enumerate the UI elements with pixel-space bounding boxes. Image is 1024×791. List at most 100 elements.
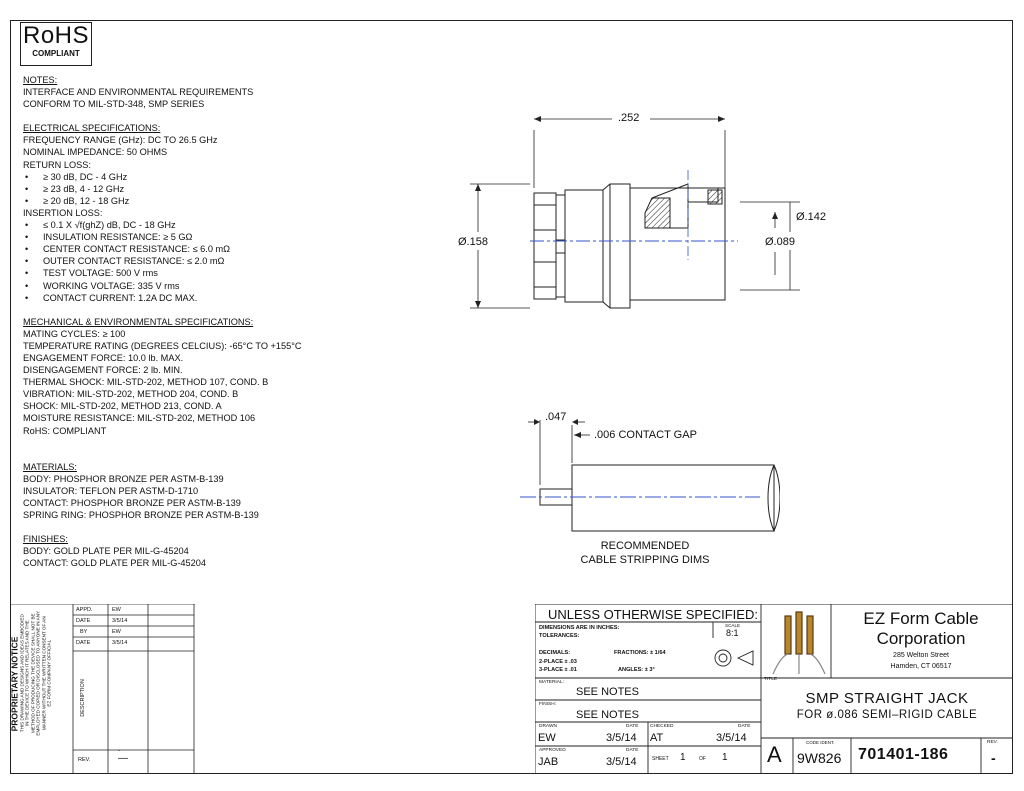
- unless-otherwise-specified: UNLESS OTHERWISE SPECIFIED:: [548, 607, 758, 622]
- material-value: SEE NOTES: [576, 686, 639, 698]
- proprietary-line-4: EMPLOYED COPIED OR DISCLOSED TO ANYONE I…: [35, 610, 41, 736]
- approved-value: JAB: [538, 756, 559, 768]
- dim-strip-length: .047: [545, 411, 567, 423]
- elec-line: NOMINAL IMPEDANCE: 50 OHMS: [23, 147, 168, 158]
- mat-line: INSULATOR: TEFLON PER ASTM-D-1710: [23, 485, 199, 496]
- cable-strip-drawing: [520, 419, 780, 533]
- drawing-title-1: SMP STRAIGHT JACK: [805, 690, 969, 707]
- by-value: EW: [112, 629, 121, 635]
- elec-line: CENTER CONTACT RESISTANCE: ≤ 6.0 mΩ: [23, 243, 353, 255]
- company-logo-graphic: [772, 611, 826, 675]
- finish-label: FINISH:: [539, 702, 557, 707]
- checked-date: 3/5/14: [716, 732, 747, 744]
- dim-dia-inner: Ø.089: [765, 236, 795, 248]
- mech-line: VIBRATION: MIL-STD-202, METHOD 204, COND…: [23, 389, 239, 400]
- fin-line: CONTACT: GOLD PLATE PER MIL-G-45204: [23, 558, 206, 569]
- scale-label: SCALE: [725, 623, 741, 628]
- rohs-compliant-text: COMPLIANT: [32, 49, 80, 58]
- interface-note-1: INTERFACE AND ENVIRONMENTAL REQUIREMENTS: [23, 87, 254, 98]
- material-label: MATERIAL:: [539, 680, 564, 685]
- strip-caption-1: RECOMMENDED: [600, 540, 690, 552]
- of-label: OF: [699, 756, 706, 762]
- fin-line: BODY: GOLD PLATE PER MIL-G-45204: [23, 546, 189, 557]
- proprietary-line-6: EZ FORM COMPANY OFFICIAL: [46, 639, 52, 707]
- elec-line: WORKING VOLTAGE: 335 V rms: [23, 280, 353, 292]
- elec-line: CONTACT CURRENT: 1.2A DC MAX.: [23, 292, 353, 304]
- approved-label: APPROVED: [539, 748, 566, 753]
- elec-line: INSULATION RESISTANCE: ≥ 5 GΩ: [23, 231, 353, 243]
- scale-value: 8:1: [726, 628, 739, 638]
- rev-label: REV.: [78, 757, 91, 763]
- rohs-compliant-stamp: RoHS COMPLIANT: [20, 22, 92, 66]
- mech-line: MATING CYCLES: ≥ 100: [23, 328, 126, 339]
- dims-in-inches: DIMENSIONS ARE IN INCHES:: [539, 625, 620, 631]
- electrical-title: ELECTRICAL SPECIFICATIONS:: [23, 123, 161, 134]
- elec-line: OUTER CONTACT RESISTANCE: ≤ 2.0 mΩ: [23, 255, 353, 267]
- approved-date: 3/5/14: [606, 756, 637, 768]
- mat-line: SPRING RING: PHOSPHOR BRONZE PER ASTM-B-…: [23, 510, 259, 520]
- notes-section: NOTES: INTERFACE AND ENVIRONMENTAL REQUI…: [23, 74, 353, 569]
- rev-title-label: REV.: [987, 740, 998, 745]
- description-dot: .: [118, 744, 121, 753]
- mech-line: SHOCK: MIL-STD-202, METHOD 213, COND. A: [23, 401, 222, 412]
- mech-line: ENGAGEMENT FORCE: 10.0 lb. MAX.: [23, 352, 184, 363]
- mechanical-title: MECHANICAL & ENVIRONMENTAL SPECIFICATION…: [23, 316, 254, 327]
- code-ident: 9W826: [797, 750, 842, 766]
- drawn-date: 3/5/14: [606, 732, 637, 744]
- drawn-date-label: DATE: [626, 724, 639, 729]
- decimals-label: DECIMALS:: [539, 650, 571, 656]
- date2-value: 3/5/14: [112, 640, 128, 646]
- title-block-lines: [535, 604, 1013, 774]
- three-place-tolerance: 3-PLACE ± .01: [539, 667, 577, 673]
- notes-title: NOTES:: [23, 75, 58, 85]
- date1-label: DATE: [76, 618, 91, 624]
- part-number: 701401-186: [858, 746, 949, 763]
- sheet-number: 1: [680, 752, 686, 763]
- mech-line: MOISTURE RESISTANCE: MIL-STD-202, METHOD…: [23, 413, 256, 424]
- elec-line: ≥ 30 dB, DC - 4 GHz: [23, 171, 353, 183]
- elec-line: ≥ 23 dB, 4 - 12 GHz: [23, 183, 353, 195]
- dim-dia-mid: Ø.142: [796, 211, 826, 223]
- rohs-text: RoHS: [22, 22, 90, 49]
- mech-line: RoHS: COMPLIANT: [23, 425, 107, 436]
- dim-dia-outer: Ø.158: [458, 236, 488, 248]
- company-address-2: Hamden, CT 06517: [890, 663, 952, 670]
- tolerances-label: TOLERANCES:: [539, 633, 580, 639]
- finish-value: SEE NOTES: [576, 709, 639, 721]
- elec-line: FREQUENCY RANGE (GHz): DC TO 26.5 GHz: [23, 135, 218, 146]
- elec-line: INSERTION LOSS:: [23, 207, 103, 218]
- finishes-title: FINISHES:: [23, 534, 68, 545]
- interface-note-2: CONFORM TO MIL-STD-348, SMP SERIES: [23, 99, 205, 110]
- checked-value: AT: [650, 732, 664, 744]
- mech-line: DISENGAGEMENT FORCE: 2 lb. MIN.: [23, 365, 183, 376]
- code-ident-label: CODE IDENT.: [806, 740, 835, 745]
- company-address-1: 285 Welton Street: [893, 652, 949, 659]
- rev-title-value: -: [991, 750, 996, 766]
- dim-length: .252: [616, 112, 642, 124]
- sheet-label: SHEET: [652, 756, 669, 762]
- materials-title: MATERIALS:: [23, 461, 77, 472]
- appd-label: APPD.: [76, 607, 93, 613]
- approved-date-label: DATE: [626, 748, 639, 753]
- proprietary-title: PROPRIETARY NOTICE: [9, 636, 20, 732]
- rev-value: —: [118, 753, 128, 764]
- dim-contact-gap: .006 CONTACT GAP: [594, 429, 697, 441]
- mech-line: THERMAL SHOCK: MIL-STD-202, METHOD 107, …: [23, 377, 269, 388]
- proprietary-notice: PROPRIETARY NOTICE THIS DRAWING AND DESI…: [9, 604, 73, 773]
- checked-label: CHECKED: [650, 724, 674, 729]
- date1-value: 3/5/14: [112, 618, 128, 624]
- drawn-value: EW: [538, 732, 556, 744]
- company-name-2: Corporation: [876, 629, 966, 648]
- title-label: TITLE: [764, 677, 778, 682]
- drawing-title-2: FOR ø.086 SEMI–RIGID CABLE: [796, 709, 978, 721]
- by-label: BY: [80, 629, 88, 635]
- mat-line: CONTACT: PHOSPHOR BRONZE PER ASTM-B-139: [23, 497, 241, 508]
- drawn-label: DRAWN: [539, 724, 557, 729]
- connector-drawing: [470, 116, 800, 309]
- mech-line: TEMPERATURE RATING (DEGREES CELCIUS): -6…: [23, 340, 302, 351]
- drawing-frame: [10, 20, 1013, 774]
